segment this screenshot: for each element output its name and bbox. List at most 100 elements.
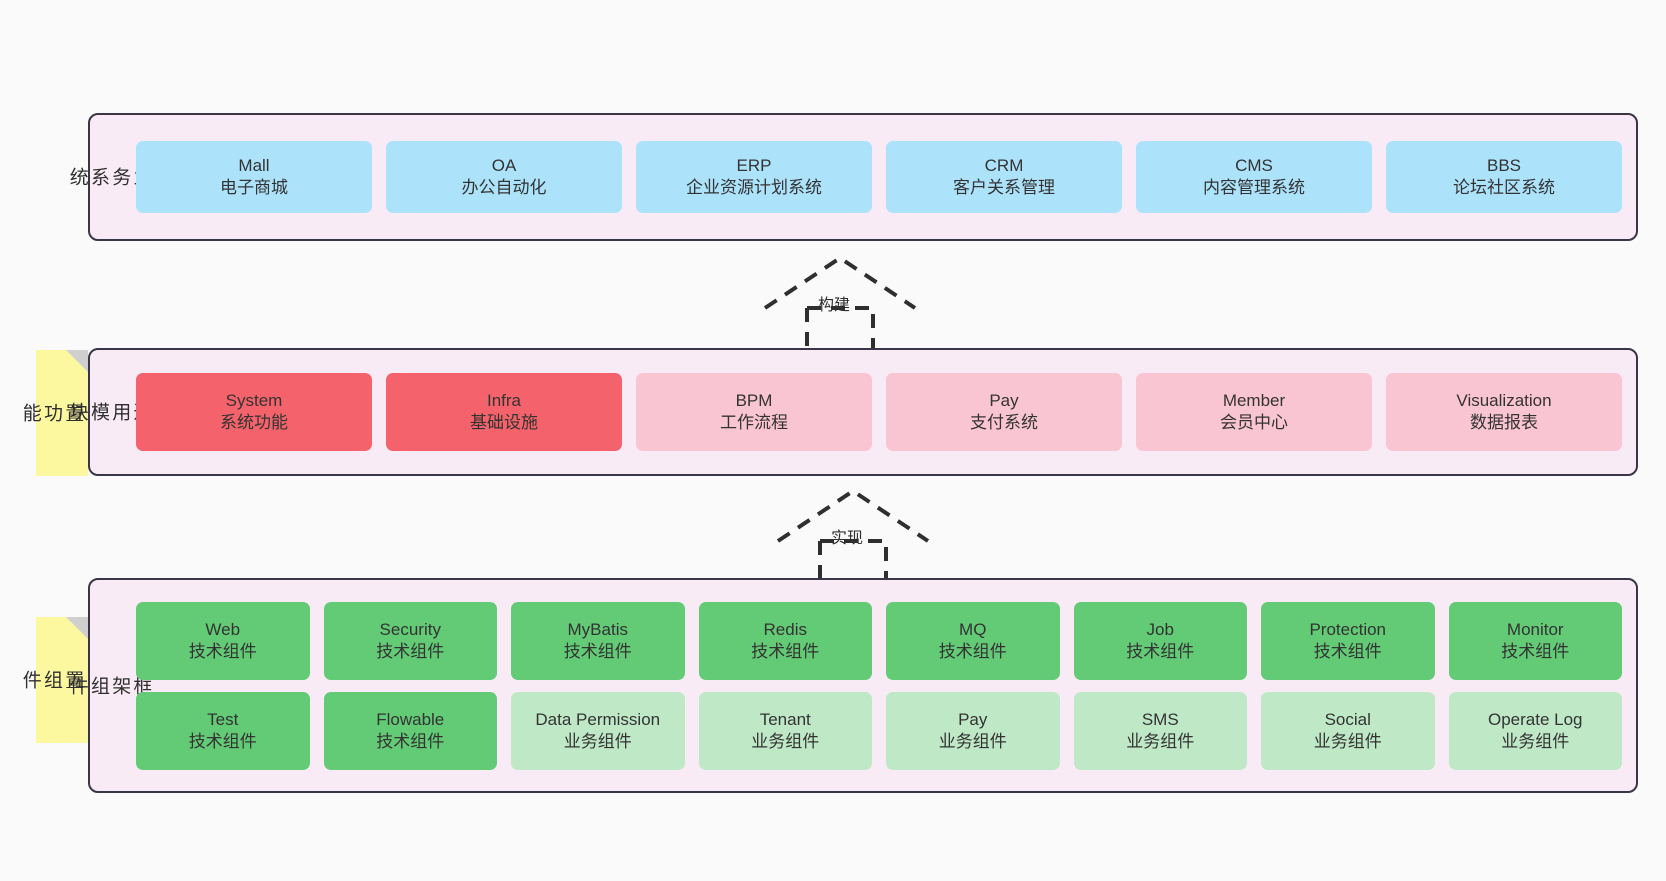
arrow-head-triangle — [763, 255, 917, 310]
box-subtitle: 业务组件 — [938, 731, 1007, 751]
box-title: CRM — [984, 156, 1024, 176]
arrow-head-triangle — [776, 488, 930, 543]
box-subtitle: 客户关系管理 — [953, 178, 1055, 197]
box-monitor[interactable]: Monitor 技术组件 — [1448, 601, 1622, 680]
box-subtitle: 内容管理系统 — [1203, 178, 1305, 197]
layer-business-systems: 业 务 系 统 Mall 电子商城 OA 办公自动化 ERP 企业资源计划系统 … — [66, 113, 1638, 241]
box-social[interactable]: Social 业务组件 — [1261, 691, 1435, 770]
box-test[interactable]: Test 技术组件 — [136, 691, 310, 770]
box-title: Pay — [989, 391, 1019, 411]
box-mq[interactable]: MQ 技术组件 — [886, 601, 1060, 680]
note-builtin-component: 内 置 组 件 — [20, 617, 105, 743]
box-subtitle: 技术组件 — [751, 641, 820, 661]
box-title: Member — [1222, 391, 1286, 411]
layer-framework-components: 框 架 组 件 Web 技术组件 Security 技术组件 MyBatis 技… — [67, 578, 1638, 793]
box-title: Web — [205, 619, 241, 639]
box-operate-log[interactable]: Operate Log 业务组件 — [1448, 691, 1622, 770]
box-title: Protection — [1309, 619, 1387, 639]
arrow-shaft — [805, 306, 875, 348]
box-subtitle: 企业资源计划系统 — [686, 178, 822, 197]
layer-title-business-systems: 业 务 系 统 — [66, 167, 152, 187]
box-subtitle: 技术组件 — [1501, 641, 1570, 661]
box-subtitle: 技术组件 — [188, 731, 257, 751]
framework-row-business: Test 技术组件 Flowable 技术组件 Data Permission … — [136, 691, 1622, 770]
box-erp[interactable]: ERP 企业资源计划系统 — [636, 141, 872, 213]
box-infra[interactable]: Infra 基础设施 — [386, 373, 622, 451]
box-flowable[interactable]: Flowable 技术组件 — [323, 691, 497, 770]
box-data-permission[interactable]: Data Permission 业务组件 — [511, 691, 685, 770]
box-mybatis[interactable]: MyBatis 技术组件 — [511, 601, 685, 680]
box-title: Social — [1324, 709, 1371, 729]
arrow-implement: 实现 — [768, 485, 938, 585]
layer-body-framework-components: Web 技术组件 Security 技术组件 MyBatis 技术组件 Redi… — [128, 580, 1636, 791]
arrow-build: 构建 — [755, 252, 925, 352]
box-subtitle: 技术组件 — [376, 641, 445, 661]
box-subtitle: 技术组件 — [1313, 641, 1382, 661]
box-tenant[interactable]: Tenant 业务组件 — [698, 691, 872, 770]
box-pay-component[interactable]: Pay 业务组件 — [886, 691, 1060, 770]
box-member[interactable]: Member 会员中心 — [1136, 373, 1372, 451]
box-title: MQ — [959, 619, 987, 639]
layer-common-modules: 通 用 模 块 System 系统功能 Infra 基础设施 BPM 工作流程 … — [67, 348, 1638, 476]
box-subtitle: 业务组件 — [563, 731, 632, 751]
box-title: Operate Log — [1487, 709, 1583, 729]
box-mall[interactable]: Mall 电子商城 — [136, 141, 372, 213]
box-system[interactable]: System 系统功能 — [136, 373, 372, 451]
box-subtitle: 电子商城 — [220, 178, 288, 197]
box-subtitle: 技术组件 — [938, 641, 1007, 661]
box-subtitle: 论坛社区系统 — [1453, 178, 1555, 197]
box-subtitle: 支付系统 — [970, 413, 1038, 432]
note-builtin-function: 内 置 功 能 — [20, 350, 105, 476]
box-subtitle: 业务组件 — [1501, 731, 1570, 751]
box-visualization[interactable]: Visualization 数据报表 — [1386, 373, 1622, 451]
box-subtitle: 基础设施 — [470, 413, 538, 432]
box-title: Tenant — [759, 709, 811, 729]
box-job[interactable]: Job 技术组件 — [1073, 601, 1247, 680]
box-subtitle: 技术组件 — [563, 641, 632, 661]
box-title: Job — [1146, 619, 1174, 639]
box-subtitle: 工作流程 — [720, 413, 788, 432]
box-crm[interactable]: CRM 客户关系管理 — [886, 141, 1122, 213]
box-title: Infra — [486, 391, 522, 411]
box-cms[interactable]: CMS 内容管理系统 — [1136, 141, 1372, 213]
box-bbs[interactable]: BBS 论坛社区系统 — [1386, 141, 1622, 213]
note-fold-corner-icon — [66, 350, 88, 372]
box-title: Flowable — [376, 709, 445, 729]
box-protection[interactable]: Protection 技术组件 — [1261, 601, 1435, 680]
box-subtitle: 业务组件 — [1313, 731, 1382, 751]
box-title: Pay — [958, 709, 988, 729]
box-pay[interactable]: Pay 支付系统 — [886, 373, 1122, 451]
box-title: Security — [379, 619, 441, 639]
box-title: Mall — [238, 156, 270, 176]
box-subtitle: 办公自动化 — [461, 178, 547, 197]
box-title: OA — [491, 156, 517, 176]
framework-row-tech: Web 技术组件 Security 技术组件 MyBatis 技术组件 Redi… — [136, 601, 1622, 680]
box-subtitle: 技术组件 — [376, 731, 445, 751]
layer-title-common-modules: 通 用 模 块 — [67, 402, 152, 422]
arrow-label-implement: 实现 — [831, 530, 864, 547]
layer-title-framework-components: 框 架 组 件 — [67, 675, 152, 696]
box-title: ERP — [736, 156, 772, 176]
box-title: Data Permission — [535, 709, 661, 729]
box-sms[interactable]: SMS 业务组件 — [1073, 691, 1247, 770]
box-subtitle: 业务组件 — [1126, 731, 1195, 751]
arrow-shaft — [818, 539, 888, 581]
box-title: Redis — [763, 619, 807, 639]
box-subtitle: 会员中心 — [1220, 413, 1288, 432]
layer-body-business-systems: Mall 电子商城 OA 办公自动化 ERP 企业资源计划系统 CRM 客户关系… — [128, 115, 1636, 239]
box-subtitle: 技术组件 — [188, 641, 257, 661]
box-title: Visualization — [1456, 391, 1552, 411]
box-bpm[interactable]: BPM 工作流程 — [636, 373, 872, 451]
box-subtitle: 数据报表 — [1470, 413, 1538, 432]
layer-body-common-modules: System 系统功能 Infra 基础设施 BPM 工作流程 Pay 支付系统… — [128, 350, 1636, 474]
box-subtitle: 业务组件 — [751, 731, 820, 751]
box-oa[interactable]: OA 办公自动化 — [386, 141, 622, 213]
box-web[interactable]: Web 技术组件 — [136, 601, 310, 680]
box-security[interactable]: Security 技术组件 — [323, 601, 497, 680]
box-title: SMS — [1141, 709, 1179, 729]
box-title: CMS — [1235, 156, 1273, 176]
box-title: BPM — [735, 391, 773, 411]
box-redis[interactable]: Redis 技术组件 — [698, 601, 872, 680]
box-title: System — [225, 391, 283, 411]
